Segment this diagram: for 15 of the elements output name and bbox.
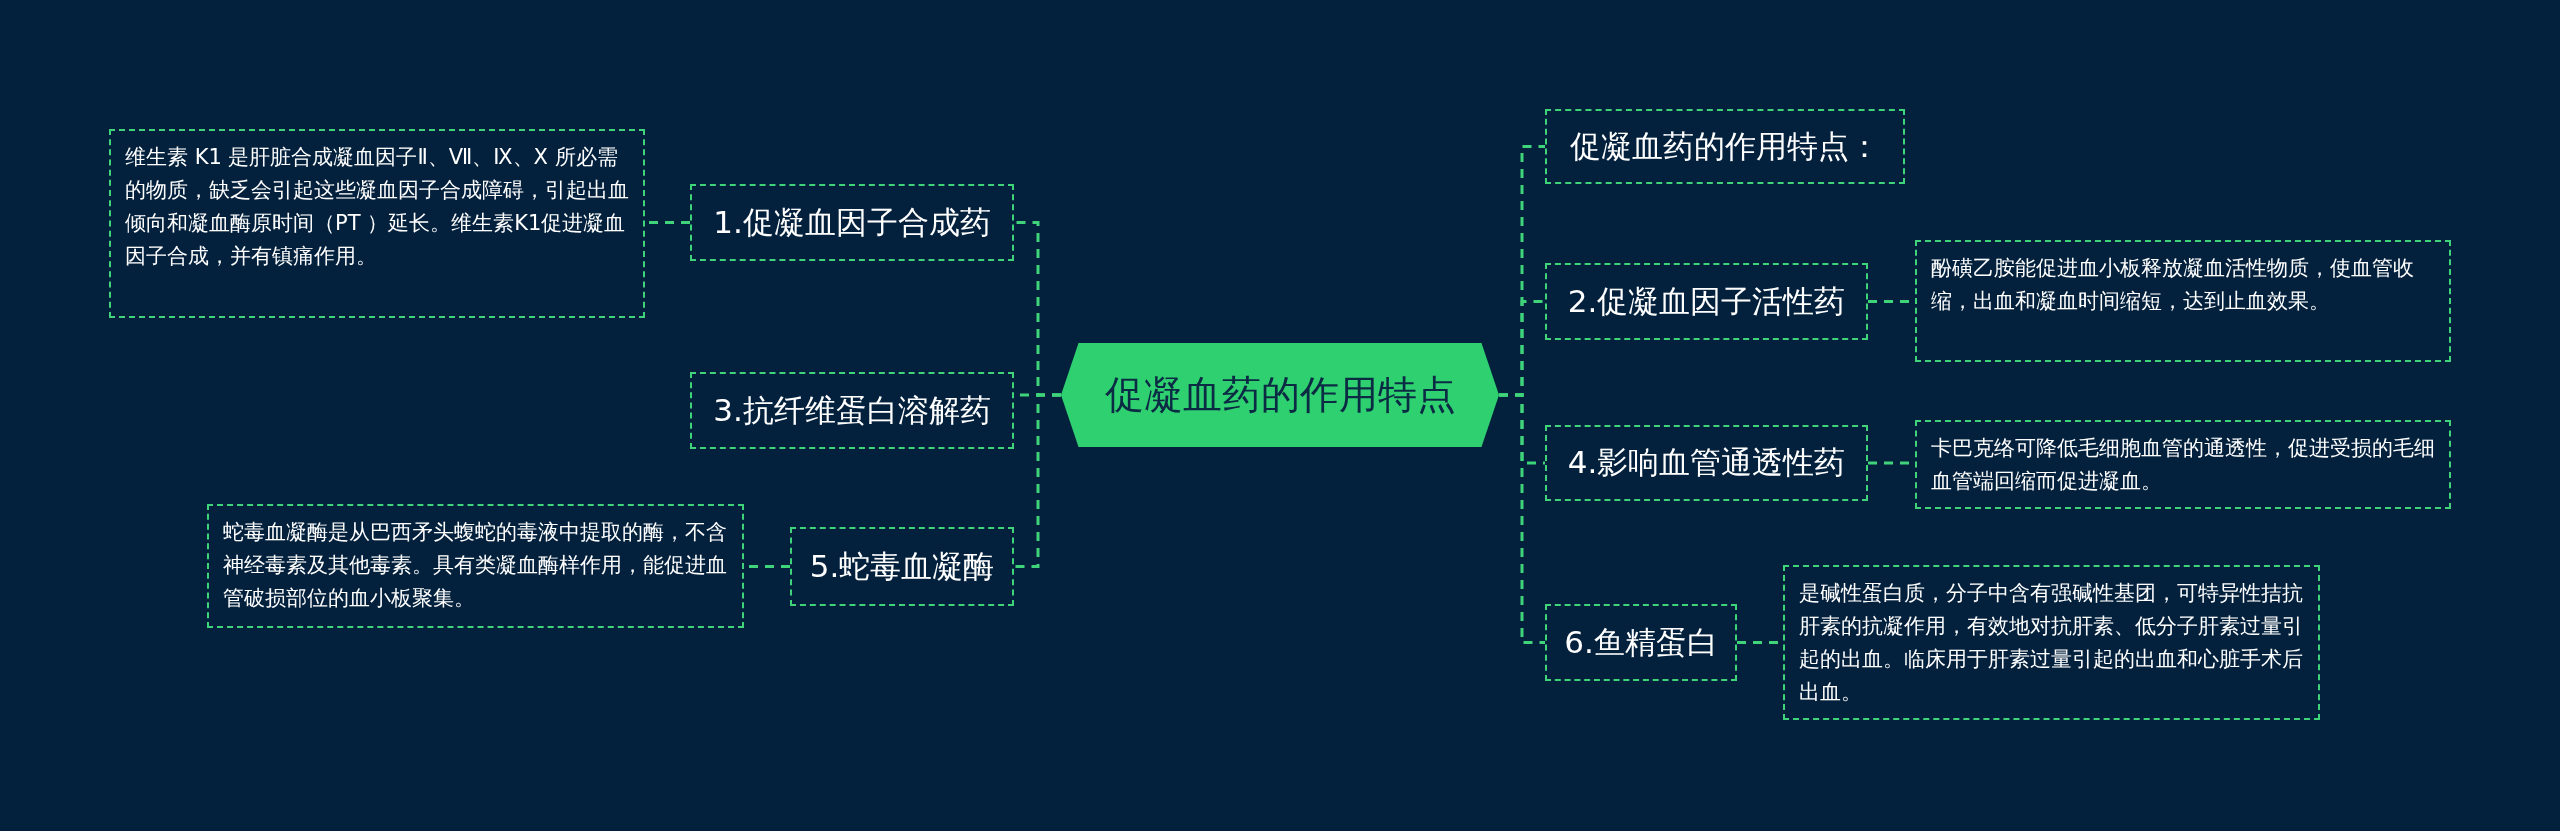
note-box: 酚磺乙胺能促进血小板释放凝血活性物质，使血管收缩，出血和凝血时间缩短，达到止血效果。 <box>1915 240 2451 362</box>
note-box: 蛇毒血凝酶是从巴西矛头蝮蛇的毒液中提取的酶，不含神经毒素及其他毒素。具有类凝血酶样作用，能促进血管破损部位的血小板聚集。 <box>207 504 744 628</box>
note-box: 卡巴克络可降低毛细胞血管的通透性，促进受损的毛细血管端回缩而促进凝血。 <box>1915 420 2451 509</box>
branch-box: 2.促凝血因子活性药 <box>1545 263 1868 340</box>
note-box: 维生素 K1 是肝脏合成凝血因子Ⅱ、Ⅶ、Ⅸ、Ⅹ 所必需的物质，缺乏会引起这些凝血因子合成障碍，引起出血倾向和凝血酶原时间（PT ）延长。维生素K1促进凝血因子合成，并有镇痛作用。 <box>109 129 645 318</box>
connector-line <box>1014 393 1061 568</box>
note-box: 是碱性蛋白质，分子中含有强碱性基团，可特异性拮抗肝素的抗凝作用，有效地对抗肝素、低分子肝素过量引起的出血。临床用于肝素过量引起的出血和心脏手术后出血。 <box>1783 565 2320 720</box>
connector-line <box>1499 393 1545 644</box>
central-topic: 促凝血药的作用特点 <box>1061 343 1499 447</box>
branch-box: 6.鱼精蛋白 <box>1545 604 1737 681</box>
branch-box: 3.抗纤维蛋白溶解药 <box>690 372 1014 449</box>
branch-box: 1.促凝血因子合成药 <box>690 184 1014 261</box>
branch-box: 促凝血药的作用特点： <box>1545 109 1905 184</box>
branch-box: 4.影响血管通透性药 <box>1545 425 1868 501</box>
branch-box: 5.蛇毒血凝酶 <box>790 527 1014 606</box>
